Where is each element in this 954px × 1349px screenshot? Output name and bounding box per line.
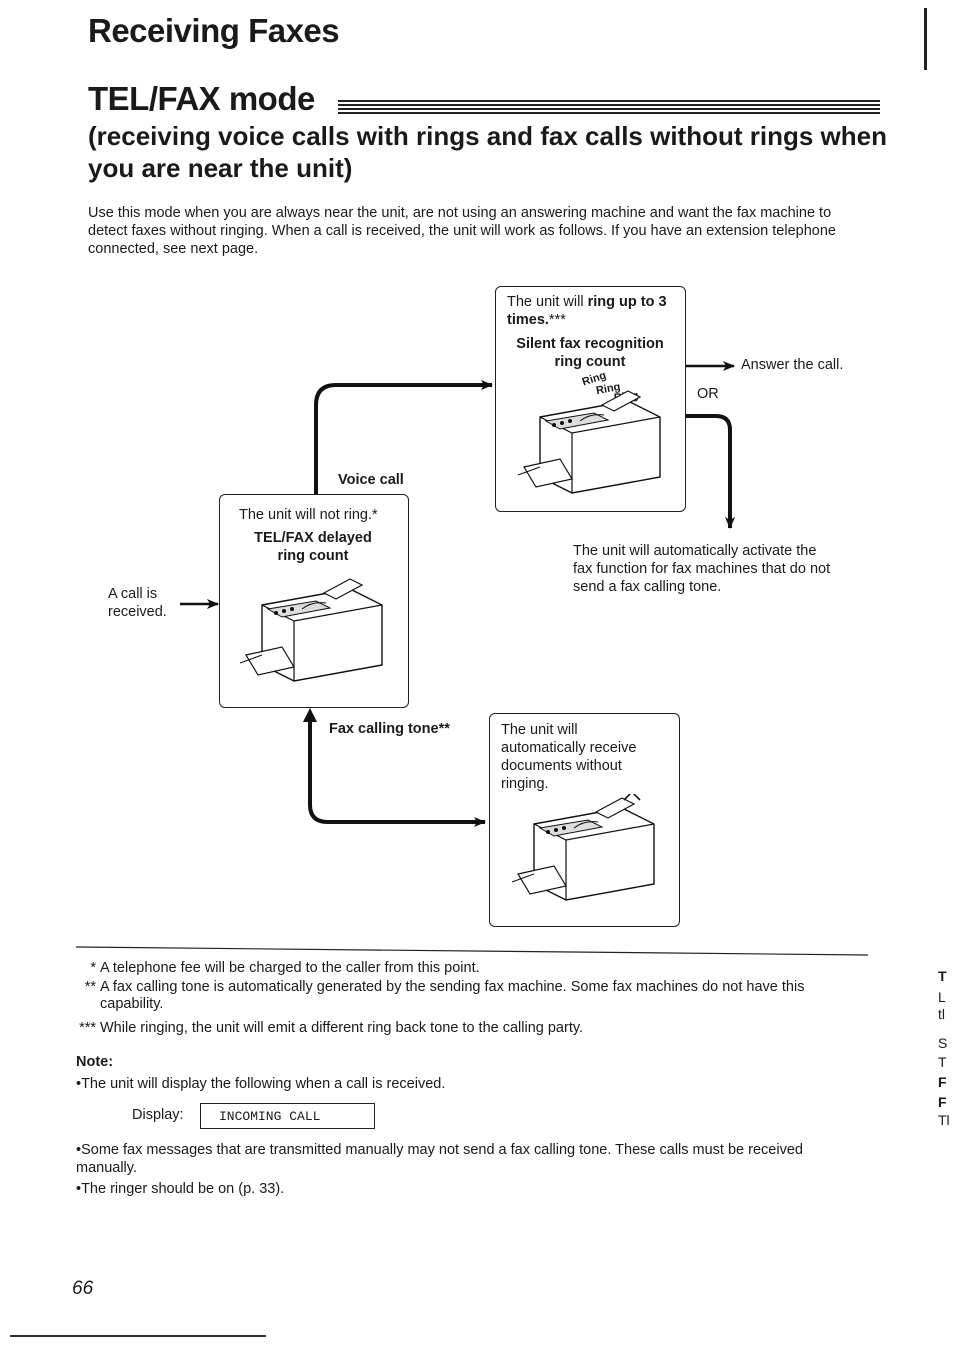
footnote-mark: * — [90, 960, 96, 976]
footnote-mark: *** — [79, 1020, 96, 1036]
note-heading: Note: — [76, 1054, 114, 1070]
section-title: Receiving Faxes — [88, 12, 340, 49]
footnote-mark: ** — [84, 979, 96, 995]
fax-calling-tone-label: Fax calling tone** — [329, 721, 450, 737]
margin-letter: F — [938, 1074, 947, 1090]
margin-letter: Tl — [938, 1112, 950, 1128]
auto-receive-box: The unit will automatically receive docu… — [489, 713, 680, 927]
ring-text-stars: *** — [548, 312, 566, 328]
margin-letter: tl — [938, 1006, 945, 1022]
fax-machine-illustration — [232, 575, 392, 687]
footnote-1: * A telephone fee will be charged to the… — [70, 960, 860, 977]
top-right-mark — [924, 8, 927, 70]
margin-letter: S — [938, 1035, 948, 1051]
page-number: 66 — [72, 1278, 94, 1299]
fax-machine-illustration — [500, 794, 668, 906]
margin-letter: T — [938, 968, 947, 984]
mode-title: TEL/FAX mode — [88, 80, 315, 117]
note-item-2: •Some fax messages that are transmitted … — [76, 1142, 803, 1176]
delayed-box-text: The unit will not ring.* — [239, 507, 378, 523]
ring-box: The unit will ring up to 3 times.*** Sil… — [495, 286, 686, 512]
footnote-3: *** While ringing, the unit will emit a … — [70, 1020, 860, 1037]
or-label: OR — [697, 386, 719, 402]
fax-tone-arrow-head-up — [303, 708, 317, 722]
mode-title-rule — [338, 100, 880, 114]
auto-fax-activation-note: The unit will automatically activate the… — [573, 543, 831, 595]
ring-text-bold: ring up to 3 times. — [507, 294, 667, 328]
mode-subtitle: (receiving voice calls with rings and fa… — [88, 121, 887, 183]
margin-letter: T — [938, 1054, 947, 1070]
delayed-ring-count-setting: TEL/FAX delayed ring count — [254, 530, 372, 564]
note-item-text: Some fax messages that are transmitted m… — [76, 1142, 803, 1176]
flow-connectors — [75, 361, 869, 956]
margin-letter: F — [938, 1094, 947, 1110]
footnote-text: A telephone fee will be charged to the c… — [100, 960, 480, 976]
note-item-3: •The ringer should be on (p. 33). — [76, 1181, 285, 1197]
note-item-text: The unit will display the following when… — [81, 1076, 446, 1092]
intro-paragraph: Use this mode when you are always near t… — [88, 205, 836, 257]
auto-receive-text: The unit will automatically receive docu… — [501, 722, 637, 792]
voice-call-arrow — [314, 380, 493, 495]
ring-box-text: The unit will ring up to 3 times.*** — [507, 293, 682, 329]
display-label: Display: — [132, 1107, 184, 1123]
footnote-2: ** A fax calling tone is automatically g… — [70, 979, 860, 1013]
answer-call-label: Answer the call. — [741, 357, 844, 373]
footnote-text: While ringing, the unit will emit a diff… — [100, 1020, 584, 1036]
margin-letter: L — [938, 989, 946, 1005]
note-item-1: •The unit will display the following whe… — [76, 1076, 446, 1092]
auto-activate-arrow — [686, 414, 735, 529]
footnote-rule — [75, 946, 869, 956]
bottom-rule — [10, 1335, 266, 1337]
start-label: A call is received. — [108, 586, 167, 620]
footnote-text: A fax calling tone is automatically gene… — [100, 979, 805, 1012]
incoming-call-display: INCOMING CALL — [200, 1103, 375, 1129]
ring-text-plain: The unit will — [507, 294, 588, 310]
fax-tone-arrow — [308, 712, 486, 827]
fax-machine-illustration — [506, 387, 674, 499]
delayed-ring-box: The unit will not ring.* TEL/FAX delayed… — [219, 494, 409, 708]
note-item-text: The ringer should be on (p. 33). — [81, 1181, 285, 1197]
silent-fax-ring-count-setting: Silent fax recognition ring count — [516, 336, 664, 370]
voice-call-label: Voice call — [338, 472, 404, 488]
